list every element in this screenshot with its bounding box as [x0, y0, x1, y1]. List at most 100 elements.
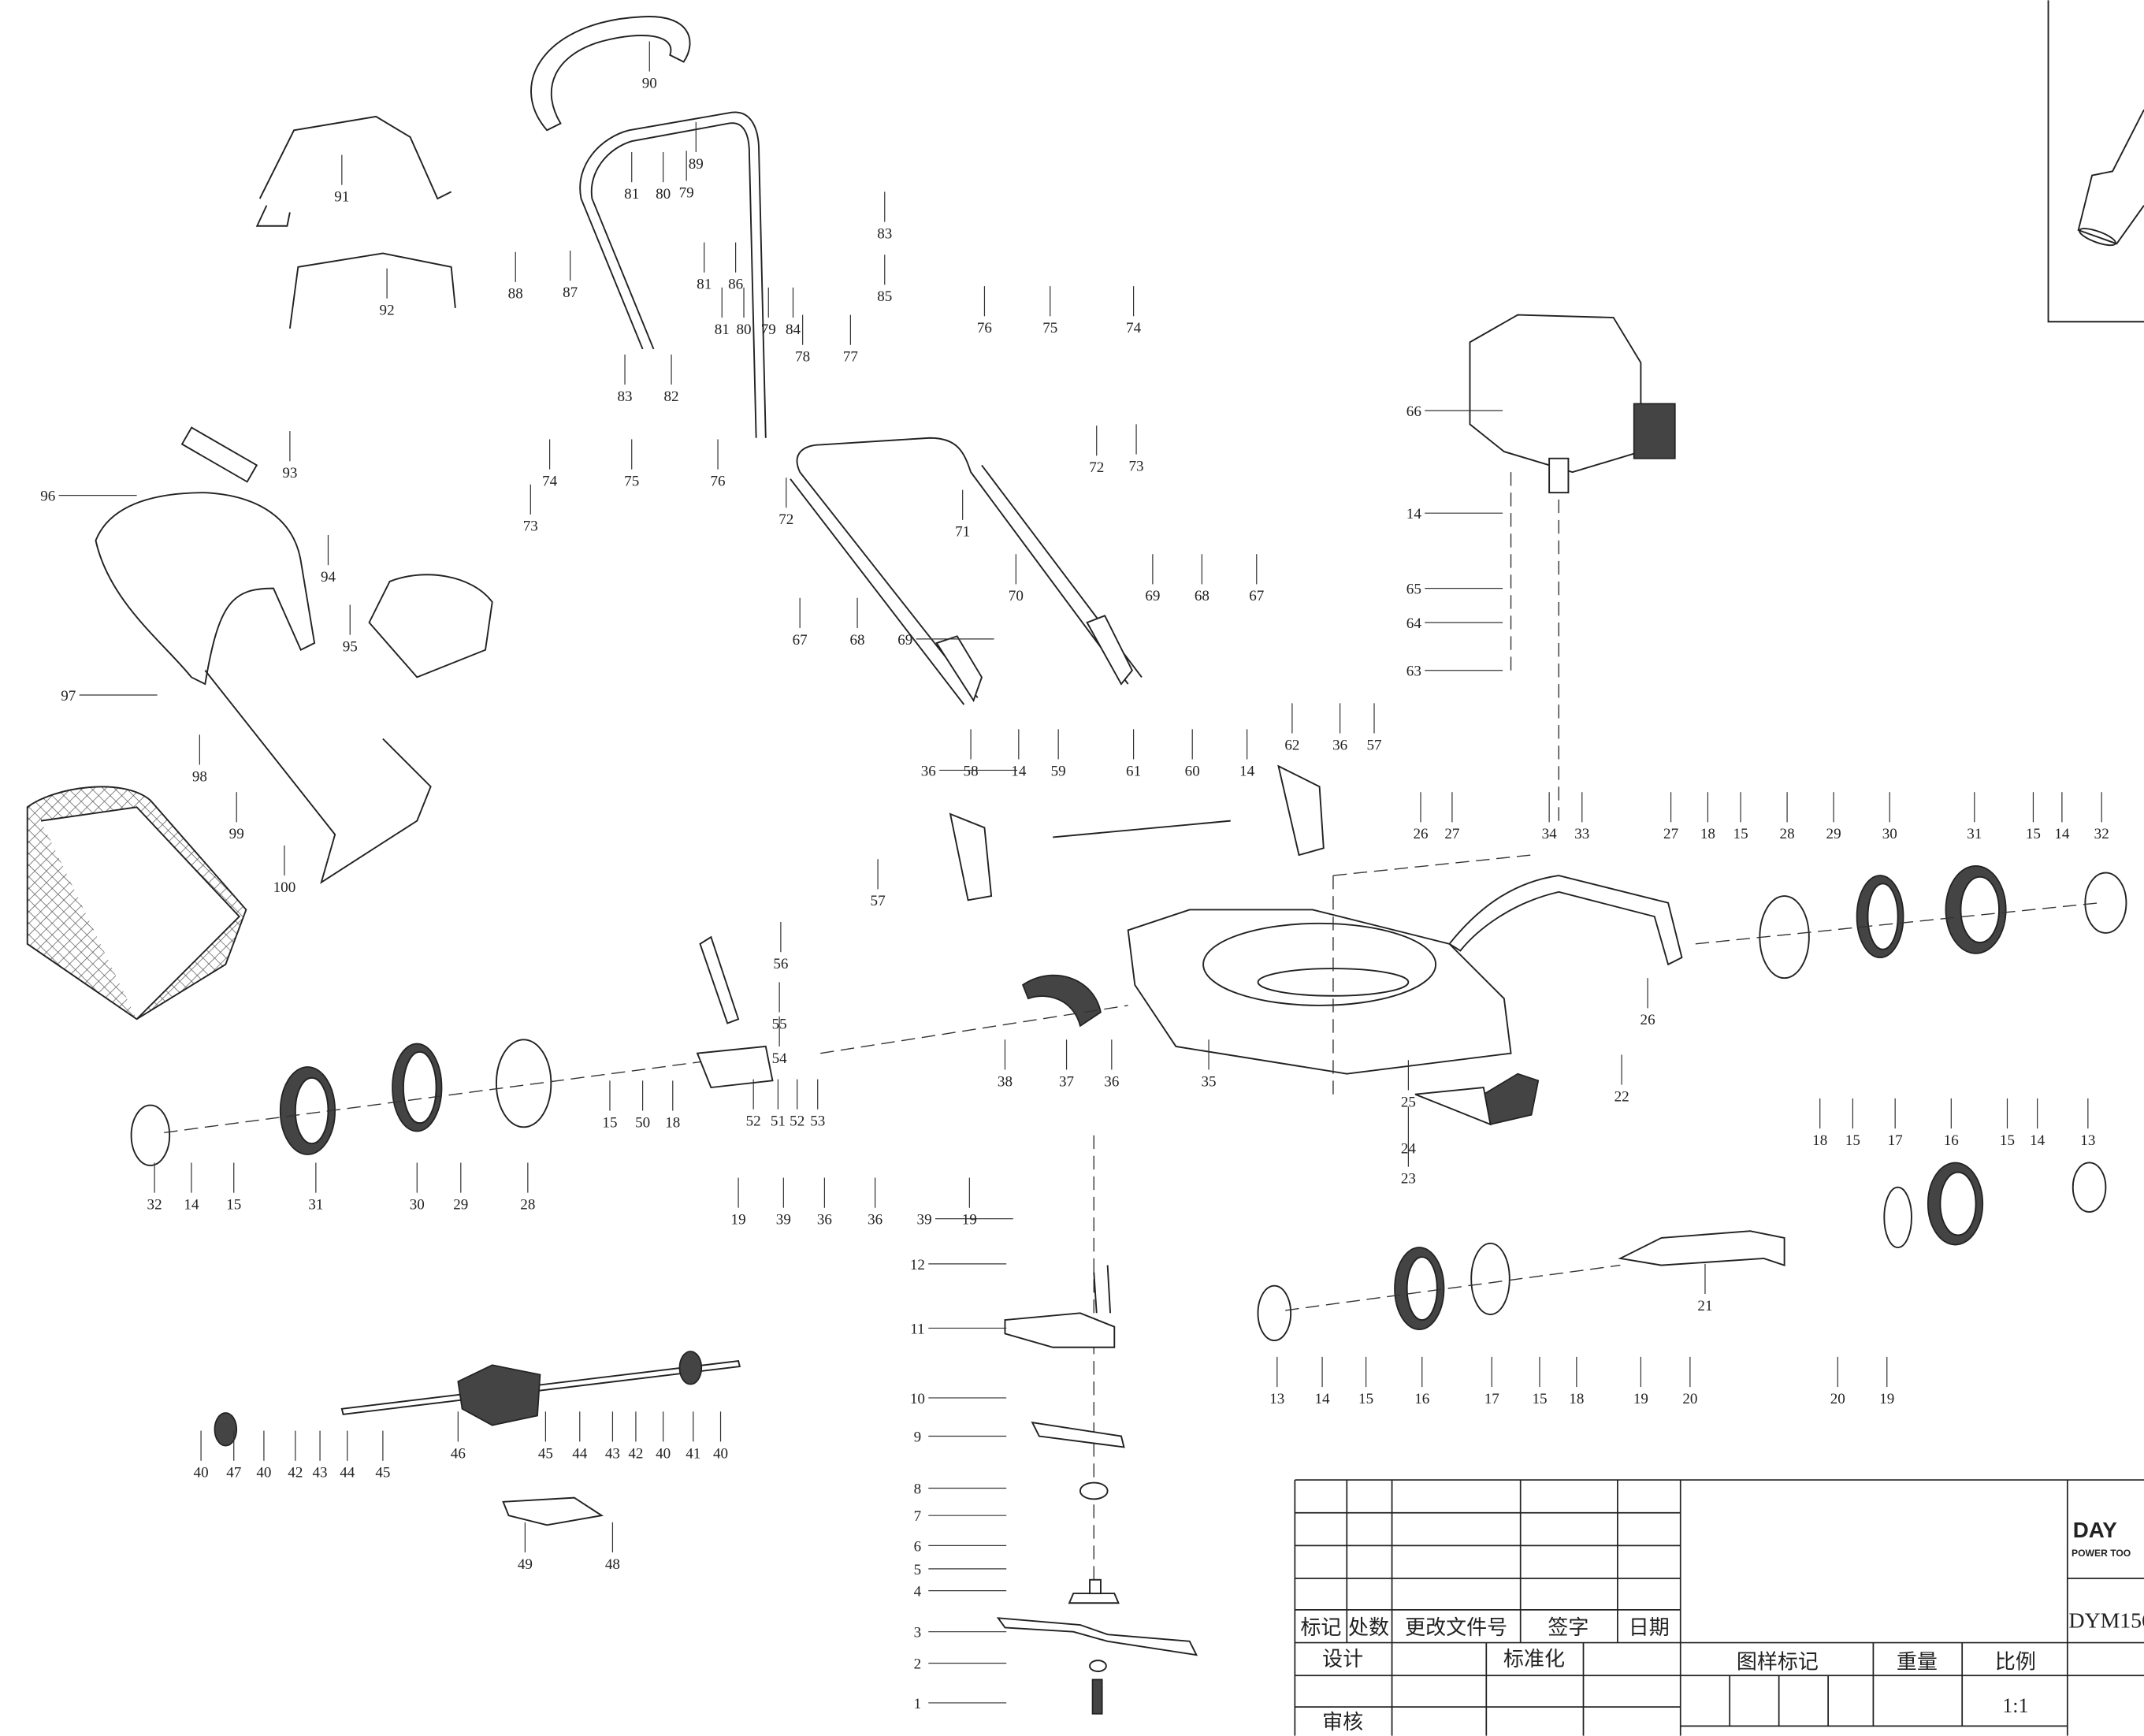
part-callout: 33: [1574, 826, 1589, 842]
design-label: 设计: [1322, 1648, 1363, 1671]
part-callout: 27: [1663, 826, 1678, 842]
part-callout: 79: [679, 184, 694, 201]
gear-ring-rear-left: [392, 1043, 443, 1132]
blade-washer: [1089, 1660, 1107, 1672]
part-callout: 72: [778, 511, 793, 528]
part-callout: 73: [1129, 458, 1144, 474]
part-callout: 44: [340, 1465, 355, 1481]
part-callout: 72: [1089, 459, 1104, 476]
engine: [1469, 314, 1676, 494]
part-callout: 57: [1366, 737, 1381, 753]
part-callout: 83: [877, 225, 892, 242]
part-callout: 45: [375, 1465, 390, 1481]
detail-view-frame: [2047, 0, 2144, 323]
part-callout: 24: [1401, 1140, 1417, 1157]
part-callout: 63: [1406, 664, 1421, 680]
front-axle: [1618, 1230, 1785, 1266]
title-block: 标记 处数 更改文件号 签字 日期 设计 标准化 审核 图样标记 重量 比例 1…: [1294, 1479, 2144, 1736]
part-callout: 29: [453, 1196, 468, 1213]
part-callout: 69: [897, 632, 912, 649]
part-callout: 78: [795, 349, 810, 366]
part-callout: 36: [817, 1212, 832, 1229]
part-callout: 74: [542, 473, 558, 489]
part-callout: 40: [656, 1445, 671, 1462]
part-callout: 17: [1888, 1132, 1903, 1149]
part-callout: 71: [955, 524, 970, 541]
part-callout: 17: [1484, 1391, 1499, 1407]
part-callout: 81: [697, 277, 712, 293]
part-callout: 35: [1201, 1073, 1216, 1090]
part-callout: 56: [773, 956, 788, 972]
part-callout: 26: [1413, 826, 1428, 842]
part-callout: 53: [810, 1113, 825, 1130]
grass-bag: [26, 786, 247, 1020]
discharge-chute: [1414, 1072, 1540, 1126]
wheel-front-right: [1927, 1162, 1984, 1246]
part-callout: 52: [746, 1113, 761, 1130]
bag-frame-rod: [204, 670, 432, 884]
handle-bracket-right: [1086, 615, 1133, 686]
part-callout: 18: [665, 1114, 680, 1131]
part-callout: 76: [711, 473, 726, 489]
part-callout: 10: [910, 1391, 925, 1407]
part-callout: 91: [334, 189, 349, 206]
part-callout: 32: [2094, 826, 2109, 842]
part-callout: 36: [921, 763, 936, 779]
part-callout: 57: [871, 893, 886, 909]
part-callout: 32: [147, 1196, 162, 1213]
part-callout: 28: [1780, 826, 1795, 842]
brand-tagline: POWER TOO: [2072, 1548, 2131, 1559]
part-callout: 69: [1145, 588, 1160, 604]
part-callout: 19: [1879, 1391, 1894, 1407]
part-callout: 15: [1733, 826, 1748, 842]
part-callout: 70: [1009, 588, 1024, 604]
part-callout: 65: [1406, 582, 1421, 598]
part-callout: 59: [1051, 763, 1066, 779]
part-callout: 55: [772, 1016, 787, 1032]
part-callout: 68: [1195, 588, 1209, 604]
part-callout: 88: [508, 286, 523, 303]
detail-nozzle-part: [2077, 109, 2144, 247]
height-adjust-rack: [1021, 974, 1102, 1028]
part-callout: 80: [736, 322, 751, 338]
rear-cover: [95, 426, 316, 686]
part-callout: 22: [1615, 1088, 1629, 1105]
hubcap-rear-left: [130, 1104, 171, 1166]
part-callout: 39: [776, 1212, 791, 1229]
part-callout: 18: [1812, 1132, 1827, 1149]
part-callout: 31: [308, 1196, 323, 1213]
part-callout: 37: [1059, 1073, 1074, 1090]
part-callout: 45: [538, 1445, 553, 1462]
part-callout: 20: [1682, 1391, 1697, 1407]
part-callout: 41: [686, 1445, 700, 1462]
part-callout: 14: [1406, 506, 1422, 522]
part-callout: 16: [1414, 1391, 1429, 1407]
part-callout: 75: [1042, 320, 1057, 336]
part-callout: 79: [761, 322, 776, 338]
part-callout: 15: [1532, 1391, 1547, 1407]
part-callout: 4: [914, 1584, 922, 1600]
part-callout: 15: [1845, 1132, 1860, 1149]
part-callout: 61: [1126, 763, 1141, 779]
wheel-front-left: [1394, 1247, 1445, 1331]
side-bracket-right: [1277, 764, 1325, 857]
part-callout: 75: [624, 473, 639, 489]
part-callout: 19: [962, 1212, 977, 1229]
part-callout: 5: [914, 1562, 922, 1578]
part-callout: 28: [520, 1196, 535, 1213]
part-callout: 14: [2054, 826, 2070, 842]
part-callout: 29: [1826, 826, 1841, 842]
part-callout: 84: [786, 322, 801, 338]
wheel-disc-rear-left: [495, 1039, 552, 1128]
part-callout: 67: [1249, 588, 1264, 604]
part-callout: 9: [914, 1429, 922, 1445]
part-callout: 38: [998, 1073, 1013, 1090]
header-change-doc-no: 更改文件号: [1405, 1616, 1507, 1639]
part-callout: 67: [793, 632, 808, 649]
part-callout: 95: [343, 638, 358, 655]
part-callout: 14: [2030, 1132, 2046, 1149]
part-callout: 96: [40, 489, 55, 505]
part-callout: 40: [256, 1465, 271, 1481]
scale-value: 1:1: [2002, 1694, 2028, 1717]
